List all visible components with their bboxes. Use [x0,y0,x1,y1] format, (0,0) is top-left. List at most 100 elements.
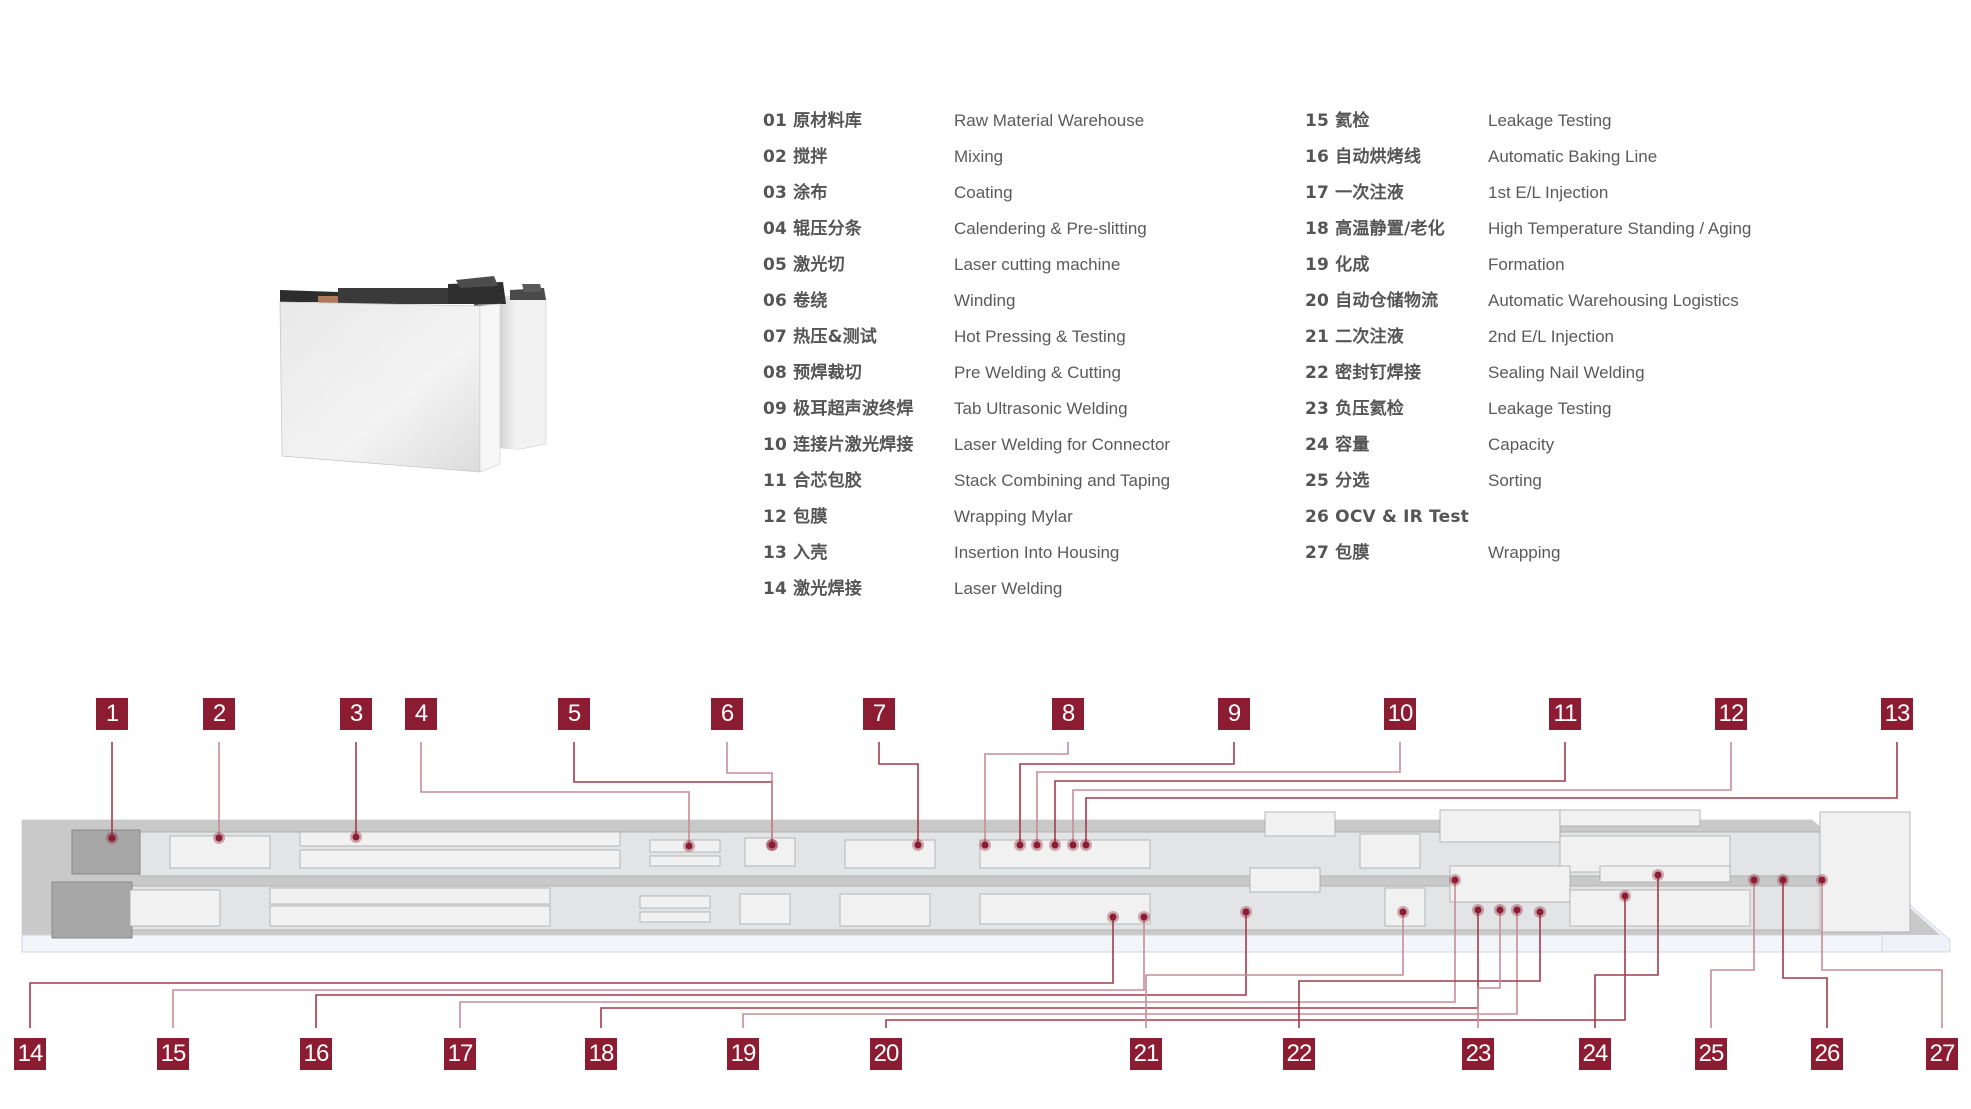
legend-step-name-zh: 08 预焊裁切 [763,363,862,383]
legend-step-name-zh: 09 极耳超声波终焊 [763,399,914,419]
station-dot [1654,871,1662,879]
legend-step-name-zh: 19 化成 [1305,255,1370,275]
leader-line [1019,742,1235,845]
legend-step-name-en: Leakage Testing [1488,111,1612,130]
station-dot [1082,841,1090,849]
legend-step-name-en: Winding [954,291,1016,310]
station-marker-16: 16 [300,1038,332,1070]
legend-step-name-en: Raw Material Warehouse [954,111,1145,130]
legend-step-name-en: Insertion Into Housing [954,543,1120,562]
legend-step-name-zh: 25 分选 [1305,471,1370,491]
leader-line [885,896,1626,1028]
equipment-block [1559,809,1701,827]
equipment-block [1449,865,1571,903]
station-dot [1016,841,1024,849]
equipment-block [1359,833,1421,869]
equipment-block [979,839,1151,869]
legend-step-name-en: Laser Welding for Connector [954,435,1171,454]
leader-line [1145,912,1404,1028]
station-dot [1750,876,1758,884]
leader-line [1477,910,1501,1028]
station-marker-9: 9 [1218,698,1250,730]
station-marker-14: 14 [14,1038,46,1070]
legend-step-name-zh: 22 密封钉焊接 [1305,363,1422,383]
station-marker-17: 17 [444,1038,476,1070]
station-dot [1109,913,1117,921]
legend-step-name-zh: 24 容量 [1305,435,1370,455]
legend-step-name-zh: 20 自动仓储物流 [1305,291,1439,311]
station-dot [981,841,989,849]
station-marker-13: 13 [1881,698,1913,730]
leader-line [172,917,1145,1028]
legend-step-name-zh: 21 二次注液 [1305,327,1404,347]
station-dot [108,834,116,842]
station-marker-23: 23 [1462,1038,1494,1070]
legend-step-name-en: Hot Pressing & Testing [954,327,1126,346]
legend-step-name-en: Wrapping [1488,543,1561,562]
legend-step-name-en: Wrapping Mylar [954,507,1073,526]
equipment-block [1384,887,1426,927]
station-marker-11: 11 [1549,698,1581,730]
legend-step-name-en: 1st E/L Injection [1488,183,1609,202]
legend-step-name-en: Automatic Warehousing Logistics [1488,291,1739,310]
legend-step-name-zh: 13 入壳 [763,543,828,563]
station-marker-24: 24 [1579,1038,1611,1070]
station-marker-10: 10 [1384,698,1416,730]
legend-step-name-zh: 05 激光切 [763,255,845,275]
legend-step-name-en: Automatic Baking Line [1488,147,1658,166]
legend-step-name-en: Sealing Nail Welding [1488,363,1645,382]
station-marker-6: 6 [711,698,743,730]
station-marker-18: 18 [585,1038,617,1070]
station-dot [1451,876,1459,884]
station-dot [914,841,922,849]
station-marker-1: 1 [96,698,128,730]
legend-step-name-en: Coating [954,183,1013,202]
leader-line [600,910,1479,1028]
legend-step-name-zh: 12 包膜 [763,507,828,527]
equipment-block [639,911,711,923]
legend-step-name-zh: 18 高温静置/老化 [1305,219,1445,239]
rack-storage [51,881,133,939]
legend-step-name-en: 2nd E/L Injection [1488,327,1615,346]
station-marker-25: 25 [1695,1038,1727,1070]
equipment-block [739,893,791,925]
legend-step-name-zh: 27 包膜 [1305,543,1370,563]
station-marker-8: 8 [1052,698,1084,730]
legend-step-name-zh: 26 OCV & IR Test [1305,507,1469,527]
leader-line [878,742,919,845]
leader-lines [29,742,1943,1028]
leader-line [984,742,1069,845]
legend-step-name-en: Capacity [1488,435,1555,454]
equipment-block [979,893,1151,925]
station-marker-3: 3 [340,698,372,730]
station-dot [1399,908,1407,916]
legend-step-name-en: Leakage Testing [1488,399,1612,418]
station-dot [1033,841,1041,849]
equipment-block [649,855,721,867]
legend-step-name-zh: 02 搅拌 [763,147,828,167]
leader-line [1594,875,1659,1028]
equipment-block [1599,865,1731,883]
leader-line [1072,742,1732,845]
legend-step-name-zh: 17 一次注液 [1305,183,1404,203]
leader-line [1710,880,1755,1028]
legend-step-name-en: Laser Welding [954,579,1063,598]
leader-line [1054,742,1566,845]
equipment-block [1264,811,1336,837]
station-dot [215,834,223,842]
legend-step-name-en: Laser cutting machine [954,255,1121,274]
leader-line [1782,880,1828,1028]
equipment-block [1439,809,1561,843]
legend-step-name-en: Formation [1488,255,1565,274]
leader-line [1298,912,1541,1028]
legend-step-name-zh: 03 涂布 [763,183,828,203]
station-dots [106,831,1828,923]
station-marker-20: 20 [870,1038,902,1070]
station-marker-12: 12 [1715,698,1747,730]
station-marker-27: 27 [1926,1038,1958,1070]
leader-line [315,912,1247,1028]
legend-step-name-en: Tab Ultrasonic Welding [954,399,1128,418]
floor-edge [21,934,1883,953]
equipment-block [1249,867,1321,893]
legend-step-name-zh: 04 辊压分条 [763,219,862,239]
